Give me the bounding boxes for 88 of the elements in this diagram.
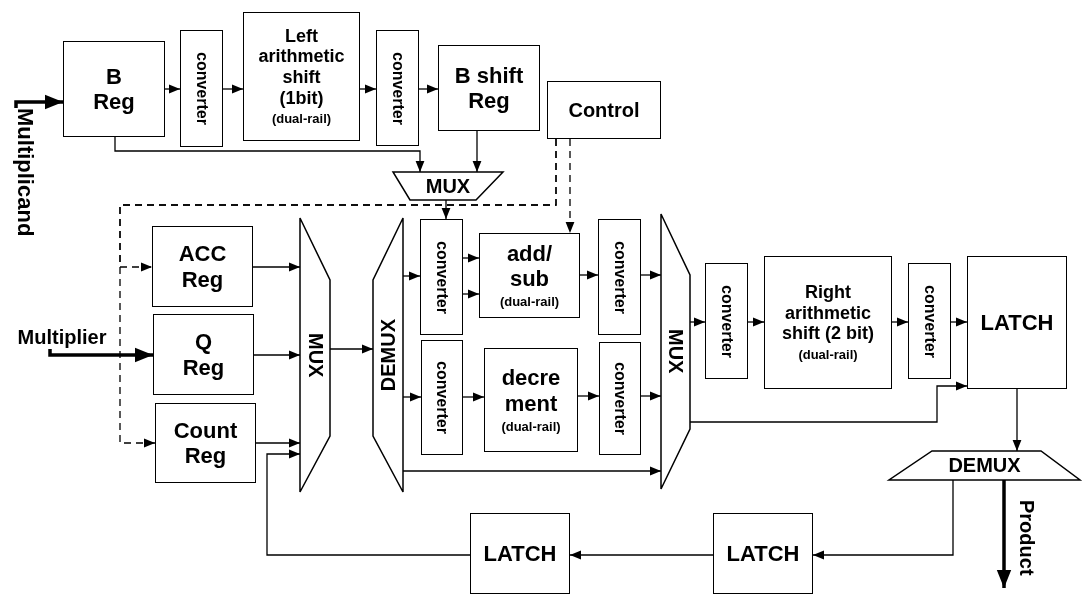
- block-label: B Reg: [93, 63, 135, 115]
- arrow: [640, 270, 662, 280]
- arrow: [48, 347, 153, 363]
- arrow: [812, 479, 954, 560]
- arrow: [579, 270, 599, 280]
- arrow: [472, 130, 482, 173]
- arrow: [996, 480, 1012, 588]
- arrow: [418, 84, 439, 94]
- block-label: converter: [717, 284, 736, 358]
- block-box: [243, 12, 360, 141]
- block-label: B shift Reg: [453, 62, 525, 114]
- block-label: converter: [432, 240, 451, 314]
- arrow: [950, 317, 968, 327]
- converter-box: [599, 342, 641, 455]
- block-label: converter: [611, 362, 630, 435]
- arrow: [565, 138, 575, 234]
- block-label: LATCH: [725, 540, 801, 567]
- block-label: Control: [567, 98, 641, 122]
- block-note: (dual-rail): [499, 295, 560, 311]
- block-label: LATCH: [979, 309, 1055, 336]
- block-box: [713, 513, 813, 594]
- block-label: Count Reg: [173, 417, 238, 469]
- arrow: [747, 317, 765, 327]
- mux-trapezoid: [300, 218, 330, 492]
- block-label: Right arithmetic shift (2 bit): [781, 282, 875, 345]
- block-box: [63, 41, 165, 137]
- arrow: [253, 350, 301, 360]
- mux-trapezoid: [661, 214, 690, 489]
- block-box: [153, 314, 254, 395]
- block-label: converter: [192, 52, 211, 125]
- block-label: converter: [920, 284, 939, 358]
- block-note: (dual-rail): [501, 419, 561, 435]
- converter-box: [376, 30, 419, 146]
- block-label: MUX: [425, 174, 471, 198]
- arrow: [441, 199, 451, 220]
- arrow: [222, 84, 244, 94]
- arrow: [640, 391, 662, 401]
- block-box: [547, 81, 661, 139]
- block-label: Left arithmetic shift (1bit): [258, 25, 345, 109]
- block-label: DEMUX: [376, 318, 400, 392]
- block-box: [479, 233, 580, 318]
- arrow: [569, 550, 714, 560]
- block-box: [484, 348, 578, 452]
- block-label: converter: [388, 51, 407, 125]
- block-box: [470, 513, 570, 594]
- block-label: Product: [1015, 500, 1038, 576]
- demux-trapezoid: [373, 218, 403, 492]
- arrow: [14, 94, 63, 110]
- block-label: MUX: [664, 329, 687, 374]
- block-label: converter: [610, 240, 629, 314]
- block-label: add/ sub: [506, 240, 553, 292]
- block-label: Multiplier: [16, 325, 108, 349]
- converter-box: [705, 263, 748, 379]
- converter-box: [598, 219, 641, 335]
- demux-trapezoid: [889, 451, 1080, 480]
- mux-trapezoid: [393, 172, 503, 200]
- arrow: [462, 392, 485, 402]
- block-label: LATCH: [482, 540, 558, 567]
- block-box: [764, 256, 892, 389]
- arrow: [266, 449, 471, 556]
- arrow: [1012, 388, 1022, 452]
- converter-box: [420, 219, 463, 335]
- arrow: [119, 138, 557, 448]
- block-box: [152, 226, 253, 307]
- arrow: [462, 289, 480, 299]
- block-box: [438, 45, 540, 131]
- block-label: DEMUX: [948, 454, 1021, 477]
- arrow: [164, 84, 181, 94]
- block-box: [967, 256, 1067, 389]
- arrow: [255, 438, 301, 448]
- converter-box: [908, 263, 951, 379]
- arrow: [462, 253, 480, 263]
- converter-box: [421, 340, 463, 455]
- block-label: Q Reg: [182, 329, 225, 380]
- block-note: (dual-rail): [798, 348, 858, 363]
- converter-box: [180, 30, 223, 147]
- arrow: [114, 136, 425, 173]
- block-label: Multiplicand: [12, 108, 38, 237]
- block-label: ACC Reg: [178, 241, 227, 292]
- block-label: MUX: [303, 332, 327, 378]
- block-box: [155, 403, 256, 483]
- block-label: converter: [433, 361, 452, 434]
- arrow: [359, 84, 377, 94]
- arrow: [577, 391, 600, 401]
- block-note: (dual-rail): [271, 112, 332, 128]
- block-label: decre ment: [501, 365, 561, 416]
- arrow: [252, 262, 301, 272]
- arrow: [891, 317, 909, 327]
